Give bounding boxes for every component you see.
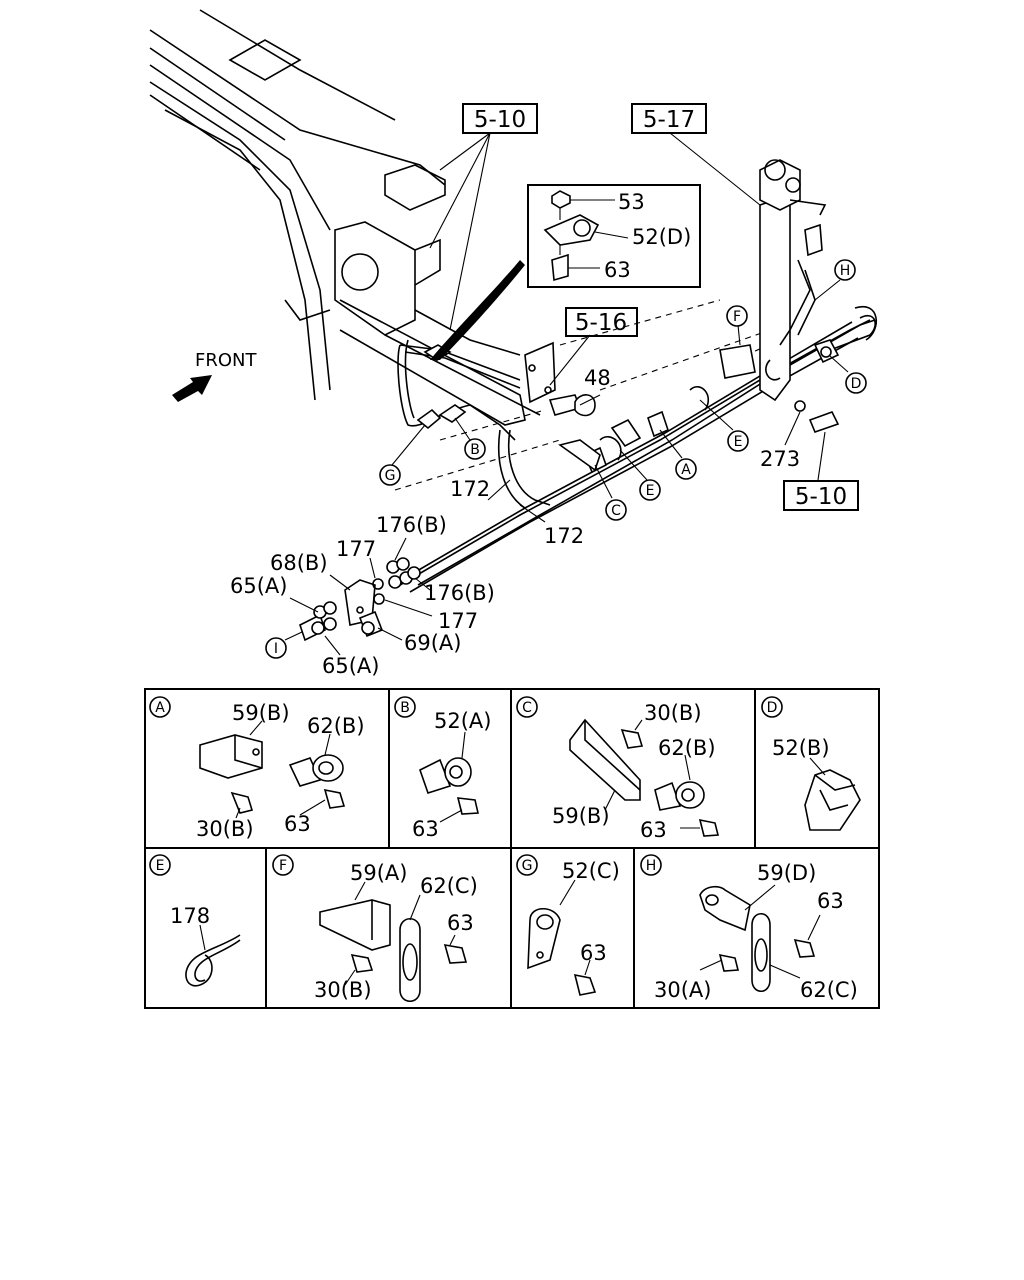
- svg-text:30(B): 30(B): [644, 701, 702, 725]
- label-48: 48: [584, 366, 611, 390]
- svg-text:63: 63: [580, 941, 607, 965]
- junction-parts: [299, 557, 421, 642]
- detail-b: B 52(A) 63: [394, 696, 491, 841]
- leader-lines: [284, 132, 849, 656]
- svg-text:F: F: [279, 858, 287, 874]
- label-177-b: 177: [438, 609, 478, 633]
- svg-text:62(B): 62(B): [307, 714, 365, 738]
- svg-text:D: D: [851, 376, 862, 392]
- label-177-a: 177: [336, 537, 376, 561]
- detail-f: F 59(A) 62(C) 63 30(B): [272, 854, 478, 1003]
- svg-text:62(B): 62(B): [658, 736, 716, 760]
- svg-text:62(C): 62(C): [800, 978, 858, 1002]
- svg-text:30(B): 30(B): [314, 978, 372, 1002]
- svg-text:63: 63: [412, 817, 439, 841]
- ref-5-10-bottom: 5-10: [795, 484, 847, 510]
- svg-text:59(D): 59(D): [757, 861, 816, 885]
- marker-a: A: [675, 458, 697, 480]
- label-68b: 68(B): [270, 551, 328, 575]
- label-176b-a: 176(B): [376, 513, 447, 537]
- svg-text:I: I: [274, 641, 278, 657]
- dashed-leaders: [394, 299, 781, 491]
- svg-text:E: E: [734, 434, 743, 450]
- svg-text:178: 178: [170, 904, 210, 928]
- label-52d: 52(D): [632, 225, 691, 249]
- pipe-clips: [416, 344, 756, 474]
- detail-e: E 178: [149, 854, 241, 987]
- marker-e1: E: [727, 430, 749, 452]
- frame-structure: [149, 9, 541, 426]
- inset-52d: [527, 184, 701, 288]
- svg-text:E: E: [646, 483, 655, 499]
- svg-text:E: E: [156, 858, 165, 874]
- svg-text:C: C: [522, 700, 532, 716]
- marker-c: C: [605, 499, 627, 521]
- svg-text:52(C): 52(C): [562, 859, 620, 883]
- svg-text:63: 63: [640, 818, 667, 842]
- svg-text:59(B): 59(B): [552, 804, 610, 828]
- label-172-a: 172: [450, 477, 490, 501]
- svg-text:30(A): 30(A): [654, 978, 711, 1002]
- label-273: 273: [760, 447, 800, 471]
- label-65a-a: 65(A): [230, 574, 287, 598]
- detail-g: G 52(C) 63: [516, 854, 620, 996]
- detail-c: C 30(B) 62(B) 59(B) 63: [516, 696, 720, 842]
- svg-text:H: H: [840, 263, 851, 279]
- label-53: 53: [618, 190, 645, 214]
- front-label: FRONT: [195, 350, 257, 371]
- svg-text:B: B: [470, 442, 480, 458]
- marker-b: B: [464, 438, 486, 460]
- marker-e2: E: [639, 479, 661, 501]
- svg-text:C: C: [611, 503, 621, 519]
- label-63-inset: 63: [604, 258, 631, 282]
- label-176b-b: 176(B): [424, 581, 495, 605]
- svg-text:F: F: [733, 309, 741, 325]
- svg-text:A: A: [681, 462, 691, 478]
- svg-text:59(B): 59(B): [232, 701, 290, 725]
- vertical-bracket: [759, 159, 840, 434]
- inset-leader-wedge: [430, 260, 525, 360]
- marker-g: G: [379, 464, 401, 486]
- svg-text:G: G: [385, 468, 396, 484]
- front-arrow-icon: [172, 375, 212, 402]
- label-69a: 69(A): [404, 631, 461, 655]
- svg-text:G: G: [522, 858, 533, 874]
- ref-5-17: 5-17: [643, 107, 695, 133]
- marker-i: I: [265, 637, 287, 659]
- label-172-b: 172: [544, 524, 584, 548]
- marker-f: F: [726, 305, 748, 327]
- svg-text:63: 63: [817, 889, 844, 913]
- svg-text:52(A): 52(A): [434, 709, 491, 733]
- detail-grid: [144, 688, 880, 1009]
- detail-d: D 52(B): [761, 696, 861, 831]
- svg-text:59(A): 59(A): [350, 861, 407, 885]
- svg-text:63: 63: [284, 812, 311, 836]
- marker-h: H: [834, 259, 856, 281]
- reference-boxes: [462, 103, 859, 511]
- svg-text:52(B): 52(B): [772, 736, 830, 760]
- svg-text:A: A: [155, 700, 165, 716]
- svg-text:B: B: [400, 700, 410, 716]
- svg-text:62(C): 62(C): [420, 874, 478, 898]
- svg-text:D: D: [767, 700, 778, 716]
- detail-a: A 59(B) 62(B) 30(B) 63: [149, 696, 365, 841]
- svg-text:63: 63: [447, 911, 474, 935]
- ref-5-10-top: 5-10: [474, 107, 526, 133]
- svg-text:30(B): 30(B): [196, 817, 254, 841]
- ref-5-16: 5-16: [575, 310, 627, 336]
- svg-text:H: H: [646, 858, 657, 874]
- detail-h: H 59(D) 63 30(A) 62(C): [640, 854, 858, 1002]
- label-65a-b: 65(A): [322, 654, 379, 678]
- marker-d: D: [845, 372, 867, 394]
